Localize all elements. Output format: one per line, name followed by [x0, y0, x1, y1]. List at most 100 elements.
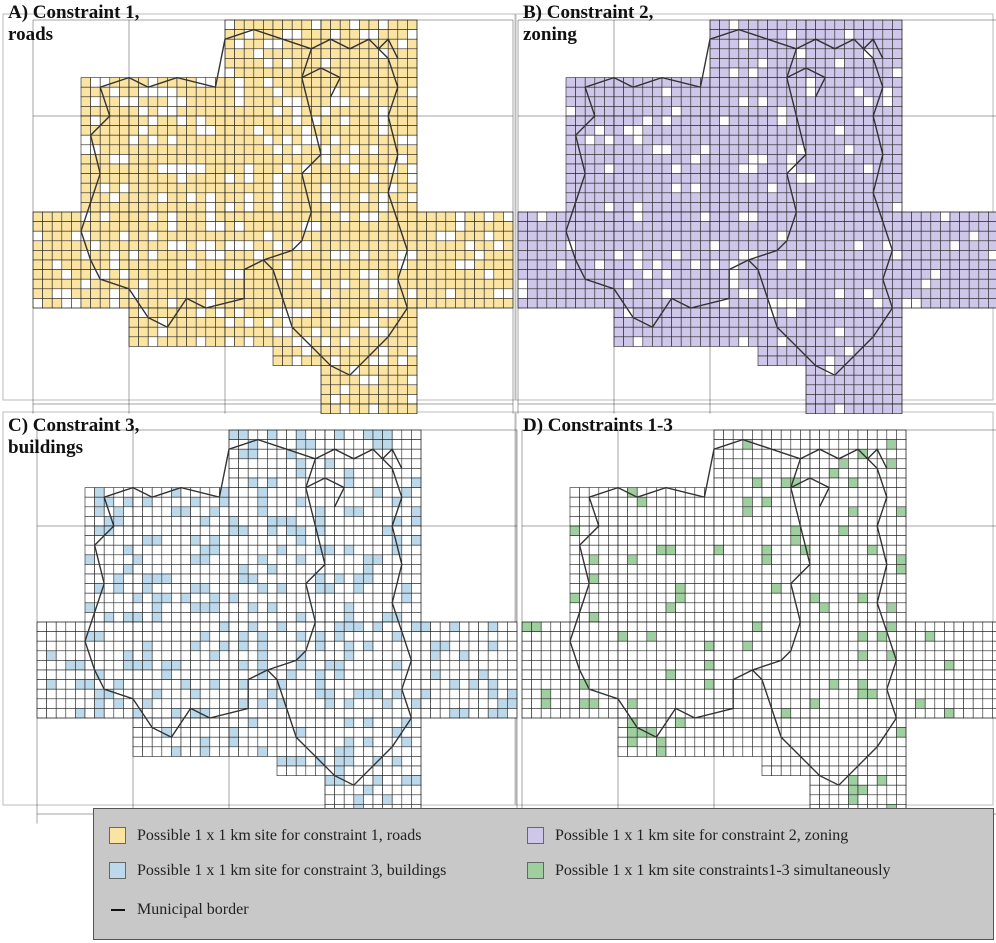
possible-site-cell [330, 192, 341, 203]
grid-cell [305, 429, 316, 440]
grid-cell [171, 554, 182, 565]
possible-site-cell [892, 269, 903, 280]
possible-site-cell [940, 240, 951, 251]
possible-site-cell [680, 202, 692, 213]
grid-cell [224, 317, 235, 328]
possible-site-cell [776, 77, 788, 88]
possible-site-cell [901, 240, 912, 251]
possible-site-cell [623, 230, 634, 242]
possible-site-cell [892, 29, 903, 40]
possible-site-cell [263, 106, 274, 117]
possible-site-cell [767, 336, 778, 347]
grid-cell [132, 496, 143, 508]
grid-cell [190, 621, 201, 632]
grid-cell [123, 573, 134, 584]
possible-site-cell [84, 602, 95, 613]
possible-site-cell [224, 192, 235, 203]
grid-cell [704, 669, 715, 680]
possible-site-cell [517, 250, 528, 261]
grid-cell [286, 640, 297, 652]
grid-cell [372, 736, 383, 748]
grid-cell [282, 259, 293, 270]
grid-cell [372, 525, 383, 536]
possible-site-cell [157, 288, 168, 299]
possible-site-cell [320, 269, 331, 280]
grid-cell [598, 516, 609, 527]
panel-frame [515, 13, 994, 401]
possible-site-cell [767, 125, 778, 136]
grid-cell [305, 717, 316, 728]
possible-site-cell [896, 554, 907, 565]
grid-cell [407, 173, 418, 184]
possible-site-cell [339, 307, 351, 318]
possible-site-cell [863, 173, 874, 184]
grid-cell [257, 429, 268, 440]
grid-cell [531, 640, 542, 652]
possible-site-cell [527, 298, 538, 309]
grid-cell [286, 544, 297, 556]
possible-site-cell [892, 240, 903, 251]
possible-site-cell [940, 221, 951, 232]
grid-cell [748, 154, 759, 165]
grid-cell [896, 573, 907, 584]
possible-site-cell [671, 230, 682, 242]
grid-cell [886, 544, 897, 556]
grid-cell [36, 631, 47, 642]
grid-cell [65, 669, 76, 680]
grid-cell [805, 77, 816, 88]
grid-cell [228, 631, 239, 642]
possible-site-cell [776, 355, 788, 366]
grid-cell [161, 602, 172, 613]
possible-site-cell [176, 106, 187, 117]
possible-site-cell [834, 269, 845, 280]
possible-site-cell [671, 125, 682, 136]
grid-cell [138, 86, 149, 98]
grid-cell [272, 38, 283, 50]
grid-cell [742, 688, 753, 700]
grid-cell [886, 487, 897, 498]
possible-site-cell [863, 58, 874, 69]
possible-site-cell [613, 182, 624, 194]
grid-cell [119, 269, 130, 280]
possible-site-cell [109, 221, 120, 232]
grid-cell [742, 612, 753, 623]
possible-site-cell [474, 269, 485, 280]
grid-cell [391, 698, 403, 709]
grid-cell [295, 602, 307, 613]
grid-cell [430, 688, 441, 700]
possible-site-cell [652, 240, 663, 251]
possible-site-cell [719, 182, 730, 194]
possible-site-cell [330, 346, 341, 357]
grid-cell [382, 544, 393, 556]
grid-cell [732, 554, 744, 565]
possible-site-cell [796, 192, 807, 203]
grid-cell [828, 496, 840, 508]
grid-cell [343, 727, 355, 738]
possible-site-cell [349, 106, 360, 117]
possible-site-cell [138, 269, 149, 280]
grid-cell [411, 612, 422, 623]
possible-site-cell [186, 125, 197, 136]
possible-site-cell [167, 326, 178, 338]
possible-site-cell [661, 182, 672, 194]
grid-cell [161, 506, 172, 517]
possible-site-cell [940, 278, 951, 290]
grid-cell [161, 583, 172, 594]
possible-site-cell [536, 269, 548, 280]
grid-cell [238, 554, 249, 565]
possible-site-cell [224, 288, 235, 299]
possible-site-cell [853, 48, 864, 59]
grid-cell [132, 717, 143, 728]
grid-cell [315, 592, 326, 604]
possible-site-cell [387, 269, 399, 280]
possible-site-cell [901, 250, 912, 261]
possible-site-cell [709, 250, 720, 261]
possible-site-cell [349, 154, 360, 165]
possible-site-cell [263, 221, 274, 232]
possible-site-cell [949, 288, 960, 299]
grid-cell [876, 650, 888, 661]
grid-cell [247, 650, 259, 661]
possible-site-cell [311, 240, 322, 251]
possible-site-cell [886, 458, 897, 469]
grid-cell [786, 298, 797, 309]
